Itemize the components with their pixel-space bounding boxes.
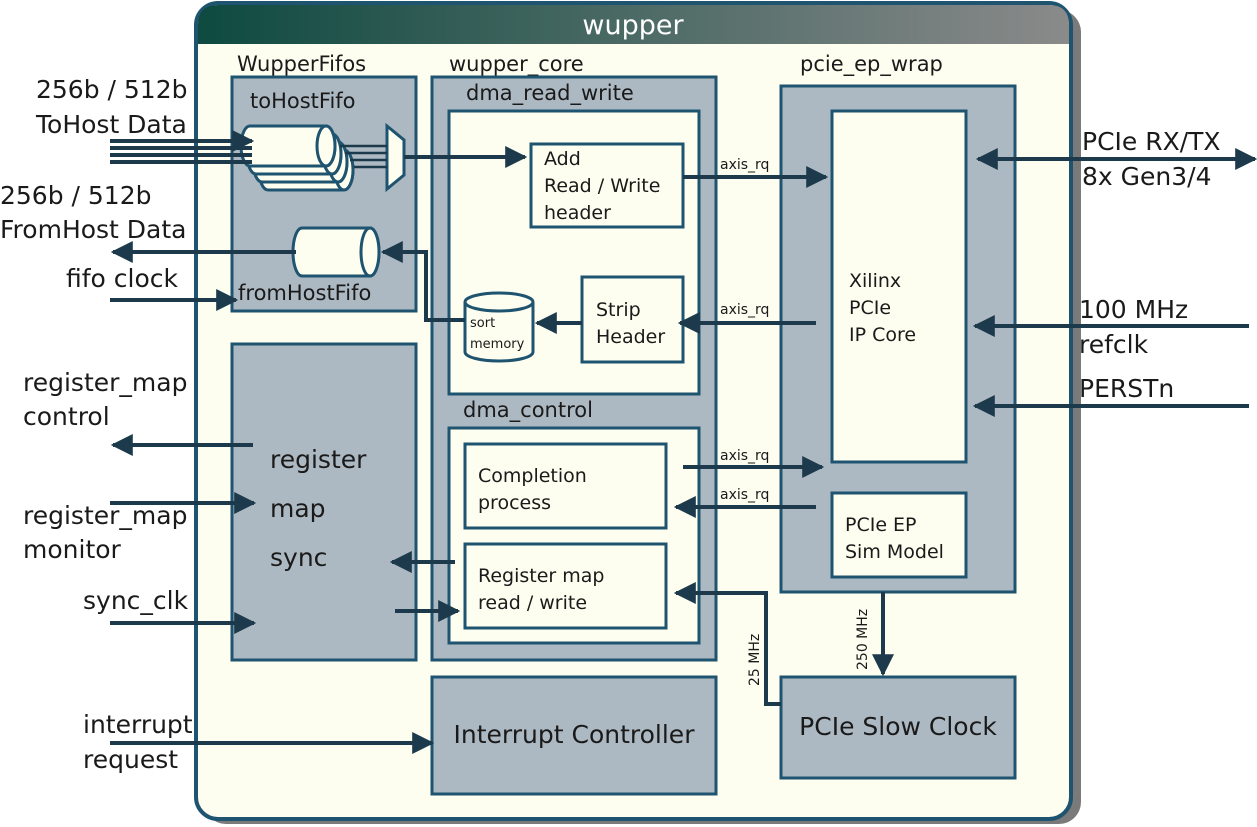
interrupt-controller-label: Interrupt Controller: [454, 720, 696, 749]
dma-read-write-label: dma_read_write: [466, 81, 634, 106]
refclk-label-1: 100 MHz: [1079, 295, 1188, 324]
xilinx-core-line2: PCIe: [849, 297, 891, 319]
pcie-ep-wrap-label: pcie_ep_wrap: [800, 52, 943, 77]
clk-250-label: 250 MHz: [855, 609, 871, 670]
axis-rq-1-label: axis_rq: [720, 157, 769, 173]
strip-header-line1: Strip: [596, 299, 641, 321]
mux-input-lines: [340, 144, 387, 169]
register-map-sync-line2: map: [270, 494, 326, 523]
fromhost-data-label-1: 256b / 512b: [0, 181, 152, 210]
clk-25-arrow: [673, 582, 781, 706]
pcie-ep-sim-line1: PCIe EP: [845, 514, 917, 536]
register-map-sync-line3: sync: [270, 543, 327, 572]
pcie-ep-sim-line2: Sim Model: [845, 541, 944, 563]
pcie-rxtx-label-1: PCIe RX/TX: [1082, 127, 1221, 156]
tohost-data-label-2: ToHost Data: [35, 110, 187, 139]
add-header-line2: Read / Write: [544, 175, 660, 197]
wupper-core-label: wupper_core: [449, 52, 584, 77]
interrupt-request-label-2: request: [83, 745, 178, 774]
xilinx-core-line1: Xilinx: [849, 270, 901, 292]
register-map-control-label-2: control: [23, 402, 110, 431]
perstn-label: PERSTn: [1079, 374, 1174, 403]
from-host-fifo-cylinder: [291, 226, 381, 278]
tohost-data-label-1: 256b / 512b: [36, 75, 188, 104]
completion-process-block: [463, 442, 668, 530]
from-host-fifo-label: fromHostFifo: [238, 281, 371, 305]
fromhost-data-label-2: FromHost Data: [0, 215, 187, 244]
sort-memory-line1: sort: [470, 316, 495, 331]
fifo-clock-label: fifo clock: [66, 264, 179, 293]
strip-header-block: [580, 275, 685, 364]
xilinx-core-line3: IP Core: [849, 324, 916, 346]
completion-process-line2: process: [478, 492, 551, 514]
sync-clk-label: sync_clk: [83, 586, 189, 615]
axis-rq-4-label: axis_rq: [720, 487, 769, 503]
clk-25-label: 25 MHz: [747, 634, 763, 686]
register-map-rw-block: [463, 542, 668, 630]
pcie-ep-sim-block: [830, 491, 968, 579]
register-map-monitor-label-1: register_map: [23, 501, 187, 530]
refclk-label-2: refclk: [1079, 330, 1149, 359]
to-host-fifo-cylinders: [239, 124, 355, 192]
register-map-sync-line1: register: [270, 445, 367, 474]
title: wupper: [582, 10, 684, 41]
pcie-slow-clock-block: [779, 675, 1017, 780]
pcie-rxtx-label-2: 8x Gen3/4: [1082, 162, 1211, 191]
dma-control-label: dma_control: [463, 398, 593, 423]
completion-process-line1: Completion: [478, 465, 587, 487]
to-host-fifo-label: toHostFifo: [250, 89, 356, 113]
strip-header-line2: Header: [596, 326, 665, 348]
add-header-block: [529, 142, 685, 229]
register-map-monitor-label-2: monitor: [23, 535, 122, 564]
register-map-control-label-1: register_map: [23, 368, 187, 397]
register-map-rw-line2: read / write: [478, 592, 587, 614]
pcie-slow-clock-label: PCIe Slow Clock: [799, 712, 997, 741]
interrupt-request-label-1: interrupt: [83, 710, 193, 739]
sort-to-fromhost-arrow: [380, 241, 465, 322]
add-header-line3: header: [544, 202, 611, 224]
wupper-fifos-label: WupperFifos: [237, 52, 366, 76]
interrupt-controller-block: [430, 675, 718, 796]
register-map-sync-block: [230, 342, 418, 662]
register-map-rw-line1: Register map: [478, 565, 604, 587]
sort-memory-cylinder: [463, 291, 535, 363]
axis-rq-2-label: axis_rq: [720, 302, 769, 318]
title-bar: [198, 5, 1069, 44]
axis-rq-3-label: axis_rq: [720, 448, 769, 464]
add-header-line1: Add: [544, 148, 581, 170]
xilinx-core-block: [830, 109, 968, 464]
sort-memory-line2: memory: [470, 337, 525, 352]
